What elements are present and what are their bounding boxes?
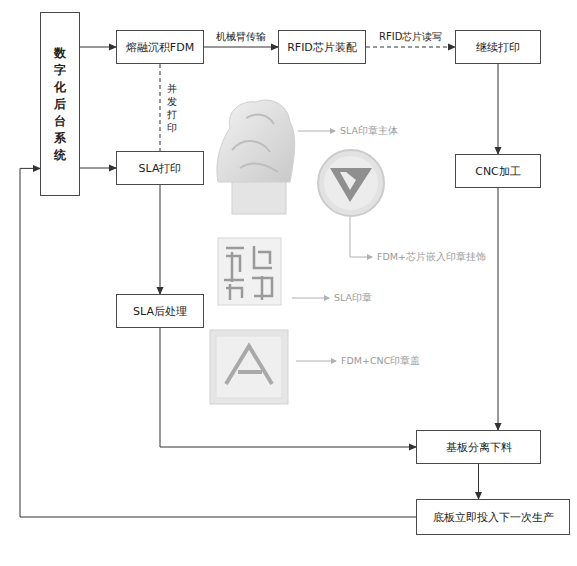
box-text: RFID芯片装配 (287, 40, 357, 55)
box-text: 数字化后台系统 (54, 45, 66, 164)
connector (498, 188, 499, 430)
process-box: CNC加工 (455, 154, 541, 188)
box-text: SLA打印 (139, 161, 182, 176)
process-box: RFID芯片装配 (278, 30, 366, 64)
box-content: 底板立即投入下一次生产 (433, 510, 554, 525)
process-box: 继续打印 (455, 30, 541, 64)
callout-label: FDM+芯片嵌入印章挂饰 (377, 251, 486, 264)
process-box: SLA后处理 (116, 294, 204, 328)
connector (160, 185, 161, 294)
box-text: 继续打印 (476, 40, 520, 55)
box-text: 底板立即投入下一次生产 (433, 510, 554, 525)
process-box: 熔融沉积FDM (116, 30, 204, 64)
edge-label: RFID芯片读写 (379, 30, 442, 44)
connector (160, 328, 416, 447)
callout-label: SLA印章主体 (340, 125, 398, 138)
connector (478, 464, 479, 499)
connector (80, 47, 116, 48)
system-box: 数字化后台系统 (40, 12, 80, 196)
edge-label: 并发打印 (166, 82, 178, 134)
process-box: 底板立即投入下一次生产 (416, 499, 570, 535)
process-box: SLA打印 (116, 151, 204, 185)
connector (160, 64, 161, 151)
connector (204, 47, 278, 48)
stamp-lid (210, 330, 288, 404)
pendant-medallion (318, 150, 384, 216)
box-content: SLA打印 (139, 161, 182, 176)
box-content: 继续打印 (476, 40, 520, 55)
box-content: SLA后处理 (133, 304, 187, 319)
callout-label: SLA印章 (334, 292, 372, 305)
seal-body (217, 100, 295, 214)
connector (498, 64, 499, 154)
connector (20, 168, 416, 517)
connector (80, 168, 116, 169)
leader-line (292, 131, 372, 361)
edge-label: 机械臂传输 (216, 30, 266, 44)
box-text: 基板分离下料 (446, 440, 512, 455)
box-text: CNC加工 (475, 164, 521, 179)
callout-label: FDM+CNC印章盖 (341, 355, 420, 368)
box-content: 基板分离下料 (446, 440, 512, 455)
box-text: 熔融沉积FDM (126, 40, 194, 55)
sla-stamp (218, 238, 281, 305)
box-content: 熔融沉积FDM (126, 40, 194, 55)
box-content: RFID芯片装配 (287, 40, 357, 55)
process-box: 基板分离下料 (416, 430, 541, 464)
box-content: 数字化后台系统 (54, 45, 66, 164)
box-content: CNC加工 (475, 164, 521, 179)
connector (366, 47, 455, 48)
box-text: SLA后处理 (133, 304, 187, 319)
